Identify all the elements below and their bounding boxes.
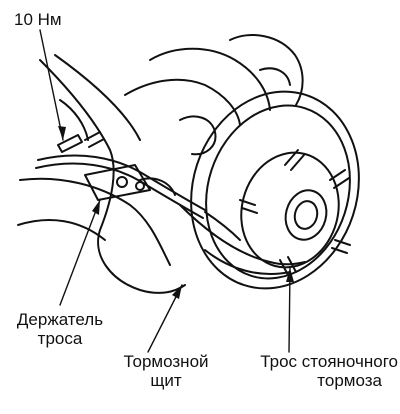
parking-cable-label: Трос стояночного тормоза [230,352,398,390]
brake-shield-label-line1: Тормозной [123,352,209,371]
leader-line [39,29,291,353]
torque-label: 10 Нм [14,10,62,29]
wheel-hub [240,151,340,269]
arrowhead [92,200,100,215]
cable-holder-label-line2: троса [37,329,83,348]
cable-holder-label: Держатель троса [4,310,116,348]
arrowhead [172,285,182,299]
arrowhead [58,126,66,140]
brake-shield-label-line2: щит [150,371,182,390]
cable-holder-bracket [84,164,151,201]
cable-holder-label-line1: Держатель [16,310,104,329]
parking-brake-cable [35,154,306,266]
brake-shield-label: Тормозной щит [108,352,224,390]
parking-cable-label-line2: тормоза [317,371,382,390]
arrowhead [286,268,294,282]
brake-shield [190,90,360,290]
wheel-stud [239,149,351,276]
mounting-bolt [57,131,105,153]
parking-cable-label-line1: Трос стояночного [260,352,398,371]
